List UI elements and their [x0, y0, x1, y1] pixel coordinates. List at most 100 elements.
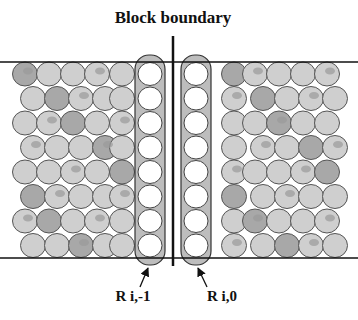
particle [291, 209, 316, 233]
particle-shade [79, 92, 89, 99]
particle [222, 234, 247, 258]
particle [275, 234, 300, 258]
particle-shade [333, 141, 343, 148]
particle-shade [120, 190, 130, 197]
particle [243, 111, 268, 135]
leader-arrow [198, 268, 207, 287]
boundary-particle [184, 185, 208, 208]
particle [315, 209, 340, 233]
particle [61, 209, 86, 233]
particle [315, 160, 340, 184]
particle-shade [301, 166, 311, 173]
leader-arrow [140, 268, 148, 287]
particle [291, 160, 316, 184]
particle-shade [253, 68, 263, 75]
particle-shade [55, 190, 65, 197]
particle [222, 185, 247, 209]
boundary-line [172, 36, 175, 266]
boundary-particle [138, 63, 162, 86]
particle-shade [120, 117, 130, 124]
particle-shade [309, 239, 319, 246]
particle [45, 234, 70, 258]
particle [13, 62, 38, 86]
column-band [181, 55, 211, 265]
particle [275, 185, 300, 209]
particle-shade [23, 68, 33, 75]
particle-shade [95, 68, 105, 75]
particle [299, 185, 324, 209]
particle [45, 136, 70, 160]
particle [267, 111, 292, 135]
particle [85, 160, 110, 184]
particle [61, 62, 86, 86]
particle [85, 111, 110, 135]
particle [110, 209, 135, 233]
particle-shade [232, 166, 242, 173]
particle [243, 62, 268, 86]
particle [21, 87, 46, 111]
particle [323, 87, 348, 111]
particle [13, 160, 38, 184]
particle [21, 185, 46, 209]
boundary-particle [184, 87, 208, 110]
particle [110, 87, 135, 111]
particle [251, 87, 276, 111]
boundary-particle [138, 161, 162, 184]
particle [251, 234, 276, 258]
particle [61, 160, 86, 184]
particle [315, 111, 340, 135]
particle [110, 234, 135, 258]
particle [110, 136, 135, 160]
particle [222, 87, 247, 111]
boundary-particle [138, 185, 162, 208]
particle [299, 234, 324, 258]
column-label: R i,-1 [114, 288, 153, 305]
particle-shade [253, 215, 263, 222]
boundary-particle [138, 112, 162, 135]
particle-shade [23, 215, 33, 222]
particle [291, 111, 316, 135]
particle [13, 209, 38, 233]
particle-shade [103, 141, 113, 148]
particle [110, 185, 135, 209]
particle-shade [285, 190, 295, 197]
particle-shade [47, 117, 57, 124]
particle [299, 136, 324, 160]
column-label: R i,0 [205, 288, 239, 305]
particle [61, 111, 86, 135]
column-band [135, 55, 165, 265]
particle [267, 209, 292, 233]
particle [13, 111, 38, 135]
particle [323, 234, 348, 258]
particle [299, 87, 324, 111]
particle [243, 209, 268, 233]
diagram-title: Block boundary [115, 8, 232, 28]
particle [110, 62, 135, 86]
boundary-particle [184, 234, 208, 257]
boundary-particle [138, 87, 162, 110]
particle [45, 87, 70, 111]
particle [251, 136, 276, 160]
particle [110, 160, 135, 184]
particle [37, 111, 62, 135]
boundary-particle [138, 136, 162, 159]
boundary-particle [184, 161, 208, 184]
particle [323, 185, 348, 209]
particle-shade [309, 92, 319, 99]
particle [69, 234, 94, 258]
particle [251, 185, 276, 209]
boundary-particle [184, 63, 208, 86]
particle [267, 62, 292, 86]
particle [37, 160, 62, 184]
particle [85, 62, 110, 86]
particle [37, 209, 62, 233]
particle [37, 62, 62, 86]
strip-edge [0, 257, 358, 259]
particle-shade [277, 117, 287, 124]
particle [45, 185, 70, 209]
particle [243, 160, 268, 184]
particle [85, 209, 110, 233]
particle [323, 136, 348, 160]
